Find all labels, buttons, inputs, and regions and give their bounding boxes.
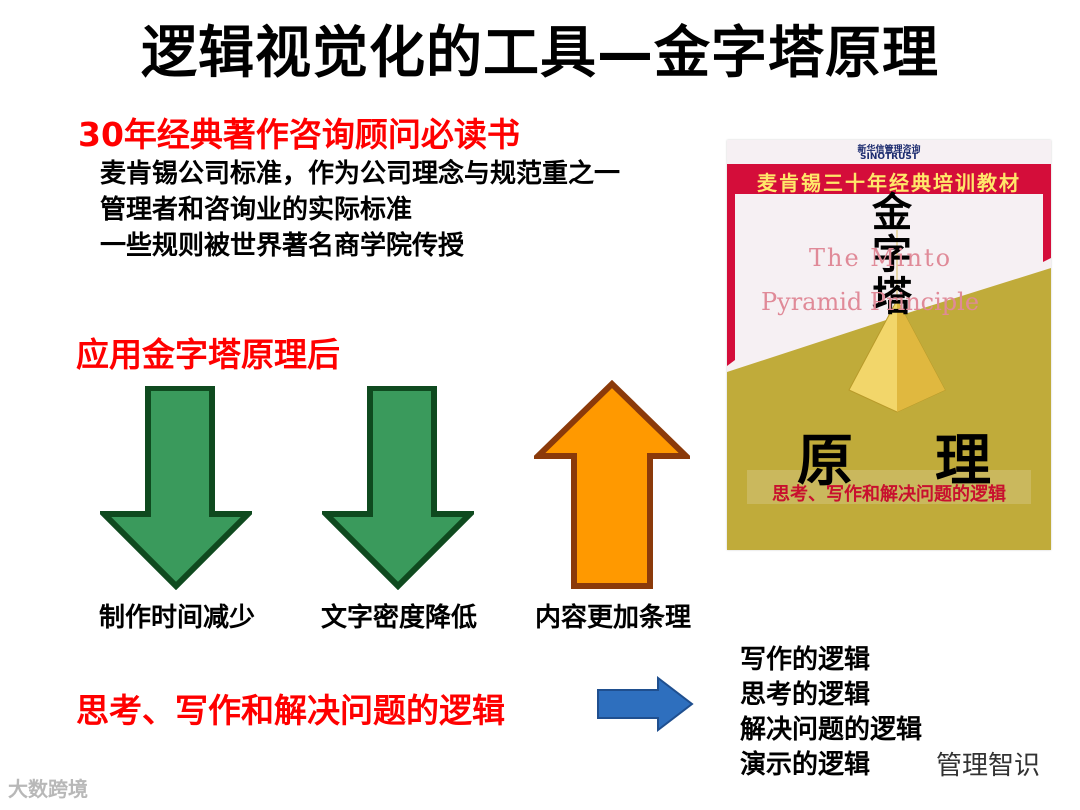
book-subtitle-heading: 30年经典著作咨询顾问必读书 bbox=[78, 115, 520, 154]
bullet-item: 管理者和咨询业的实际标准 bbox=[100, 195, 413, 225]
book-title-char: 塔 bbox=[872, 274, 912, 320]
book-title-char: 字 bbox=[872, 232, 912, 278]
book-title-char: 金 bbox=[872, 190, 912, 236]
up-arrow-icon bbox=[534, 380, 690, 589]
apply-heading: 应用金字塔原理后 bbox=[76, 335, 340, 374]
book-title-vertical: 金 字 塔 bbox=[862, 192, 922, 318]
book-publisher-en: SINOTRUST bbox=[859, 152, 918, 162]
bullet-list: 麦肯锡公司标准，作为公司理念与规范重之一 管理者和咨询业的实际标准 一些规则被世… bbox=[100, 156, 620, 264]
watermark-right: 管理智识 bbox=[935, 751, 1040, 781]
arrow-caption: 内容更加条理 bbox=[534, 603, 691, 633]
book-subtitle: 思考、写作和解决问题的逻辑 bbox=[772, 484, 1006, 505]
right-arrow-icon bbox=[597, 676, 694, 732]
book-banner: 麦肯锡三十年经典培训教材 bbox=[757, 171, 1021, 195]
logic-list-item: 思考的逻辑 bbox=[740, 680, 871, 710]
book-cover-image: 新华信管理咨询 SINOTRUST 麦肯锡三十年经典培训教材 金 字 塔 The… bbox=[727, 140, 1051, 550]
logic-list-item: 写作的逻辑 bbox=[740, 645, 871, 675]
down-arrow-icon bbox=[100, 386, 252, 590]
book-bottom-title-2: 理 bbox=[935, 428, 991, 494]
book-cover-art bbox=[727, 140, 1051, 550]
logic-list-item: 演示的逻辑 bbox=[740, 750, 871, 780]
arrow-caption: 文字密度降低 bbox=[320, 603, 477, 633]
logic-heading: 思考、写作和解决问题的逻辑 bbox=[76, 691, 505, 730]
book-bottom-title-1: 原 bbox=[797, 428, 853, 494]
logic-list: 写作的逻辑 思考的逻辑 解决问题的逻辑 演示的逻辑 bbox=[740, 643, 922, 783]
bullet-item: 麦肯锡公司标准，作为公司理念与规范重之一 bbox=[100, 159, 621, 189]
book-en-title-1: The Minto bbox=[809, 244, 953, 272]
arrow-caption: 制作时间减少 bbox=[98, 603, 255, 633]
down-arrow-icon bbox=[322, 386, 474, 590]
logic-list-item: 解决问题的逻辑 bbox=[740, 715, 923, 745]
slide-title: 逻辑视觉化的工具—金字塔原理 bbox=[141, 21, 939, 86]
book-publisher: 新华信管理咨询 bbox=[857, 145, 921, 155]
book-en-title-2: Pyramid Principle bbox=[761, 288, 980, 316]
bullet-item: 一些规则被世界著名商学院传授 bbox=[100, 231, 465, 261]
watermark-left: 大数跨境 bbox=[8, 777, 88, 801]
